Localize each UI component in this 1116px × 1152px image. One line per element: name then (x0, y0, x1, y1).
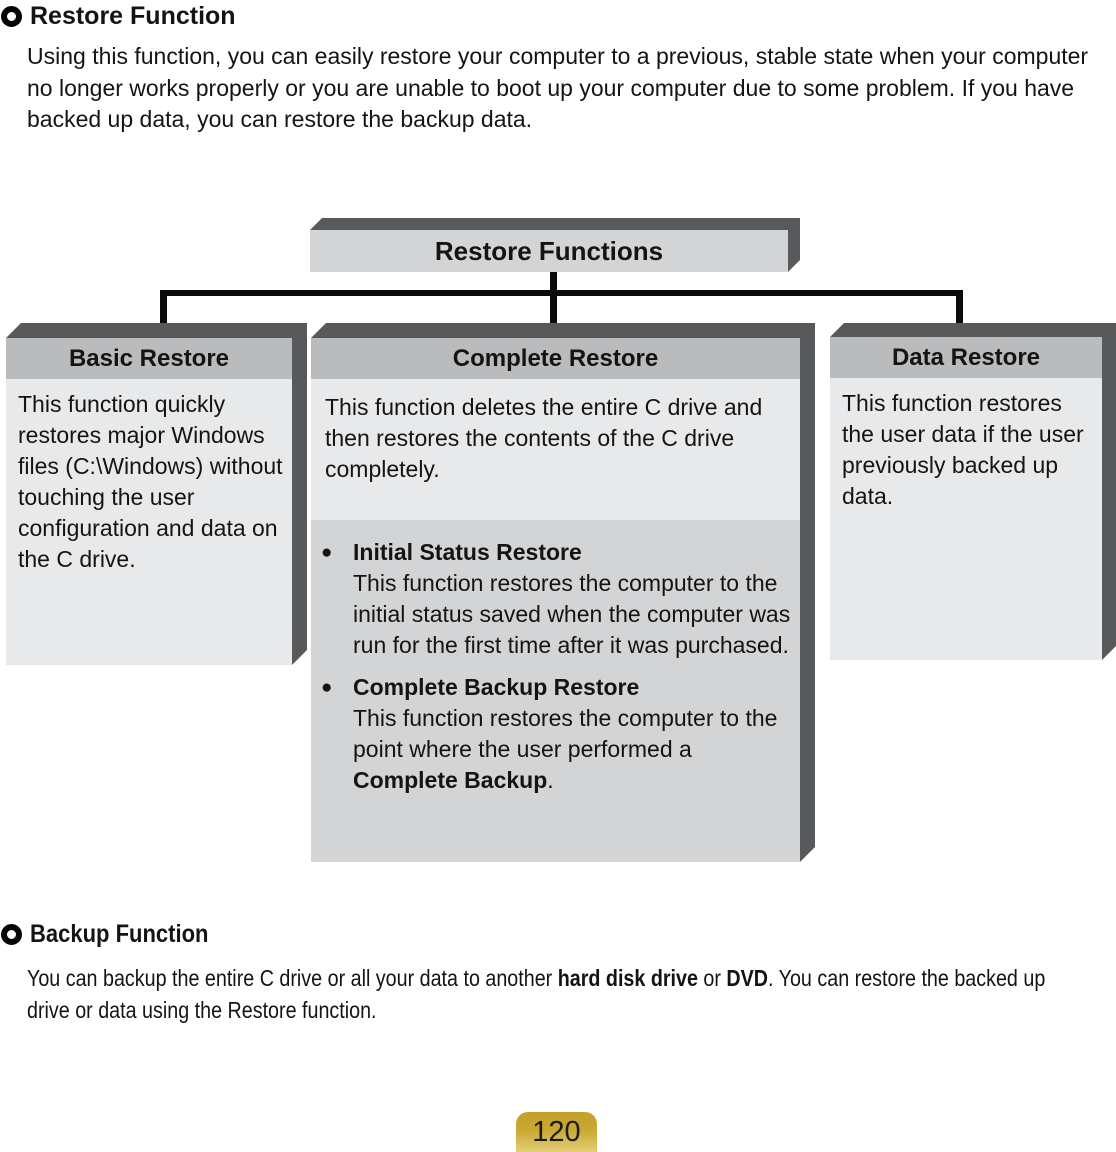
complete-restore-intro: This function deletes the entire C drive… (311, 379, 800, 520)
basic-restore-title: Basic Restore (6, 338, 292, 379)
page-number: 120 (532, 1116, 581, 1148)
connector-riser-line (550, 272, 557, 327)
connector-right-drop-line (956, 290, 963, 326)
list-item: ● Complete Backup Restore This function … (321, 672, 792, 796)
complete-restore-bullet-list: ● Initial Status Restore This function r… (311, 520, 800, 862)
data-restore-title: Data Restore (830, 337, 1102, 378)
restore-function-heading: Restore Function (1, 2, 236, 31)
section-heading-label: Backup Function (30, 920, 209, 948)
bullet-dot-icon: ● (321, 542, 333, 563)
complete-restore-title: Complete Restore (311, 338, 800, 379)
bullet-heading: Initial Status Restore (353, 539, 582, 565)
bullet-body: This function restores the computer to t… (353, 570, 791, 658)
backup-function-paragraph: You can backup the entire C drive or all… (27, 965, 1046, 1023)
section-bullet-icon (1, 924, 22, 945)
restore-function-paragraph: Using this function, you can easily rest… (27, 43, 1089, 132)
page-number-badge: 120 (516, 1112, 597, 1152)
complete-restore-box: Complete Restore This function deletes t… (311, 323, 815, 862)
connector-left-drop-line (160, 290, 167, 326)
data-restore-box: Data Restore This function restores the … (830, 323, 1116, 660)
section-heading-label: Restore Function (30, 2, 236, 30)
basic-restore-box: Basic Restore This function quickly rest… (6, 323, 307, 665)
restore-functions-root-box: Restore Functions (310, 218, 800, 272)
list-item: ● Initial Status Restore This function r… (321, 537, 792, 661)
data-restore-body: This function restores the user data if … (830, 378, 1102, 660)
connector-horizontal-line (160, 290, 963, 296)
section-bullet-icon (1, 6, 22, 27)
root-box-title: Restore Functions (434, 235, 664, 266)
bullet-body: This function restores the computer to t… (353, 705, 778, 793)
backup-function-heading: Backup Function (1, 920, 233, 949)
basic-restore-body: This function quickly restores major Win… (6, 379, 292, 665)
bullet-dot-icon: ● (321, 677, 333, 698)
bullet-heading: Complete Backup Restore (353, 674, 640, 700)
